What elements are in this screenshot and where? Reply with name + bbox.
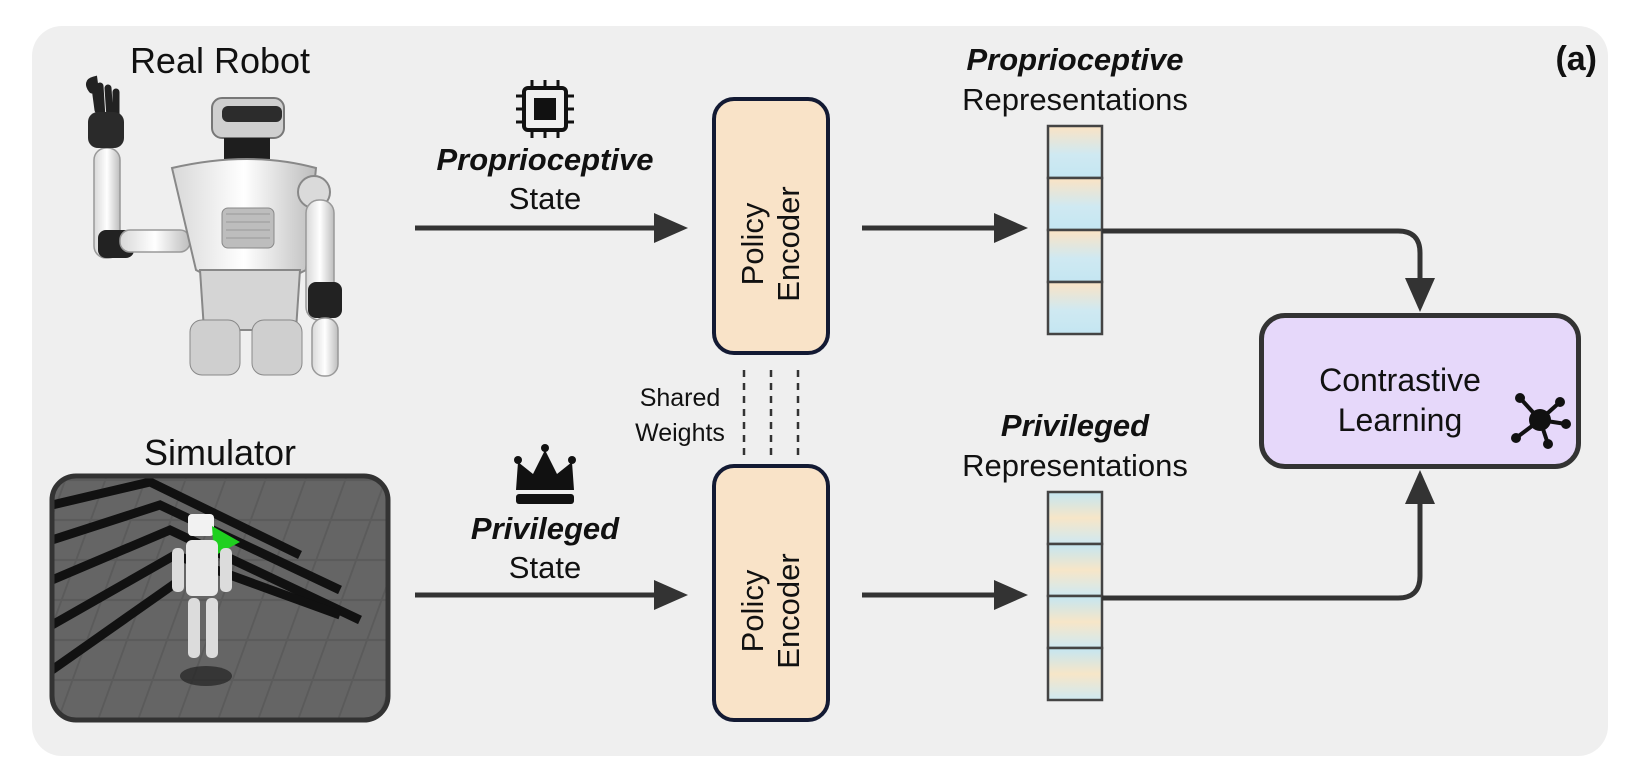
arrow-bottom-input (415, 580, 688, 610)
privileged-representations-label: Representations (962, 448, 1188, 483)
simulator-image (49, 473, 391, 723)
arrow-top-input (415, 213, 688, 243)
proprioceptive-representation-vector (1046, 124, 1104, 336)
real-robot-label: Real Robot (129, 40, 311, 81)
proprioceptive-representations-bold: Proprioceptive (966, 42, 1184, 77)
policy-encoder-top-label: Policy Encoder (735, 186, 807, 301)
chip-icon (516, 80, 574, 138)
policy-encoder-bottom: Policy Encoder (712, 464, 830, 722)
graph-node-icon (1511, 393, 1571, 449)
policy-encoder-top: Policy Encoder (712, 97, 830, 355)
privileged-representations-bold: Privileged (1000, 408, 1150, 443)
proprioceptive-state-label-bold: Proprioceptive (436, 142, 654, 177)
policy-encoder-bottom-label: Policy Encoder (735, 553, 807, 668)
encoder-line1: Policy (735, 202, 770, 285)
arrow-top-to-contrastive (1102, 228, 1435, 312)
shared-weights-connector (742, 370, 800, 458)
privileged-state-label: State (508, 550, 582, 585)
privileged-state-label-bold: Privileged (470, 511, 620, 546)
contrastive-line1: Contrastive (1319, 362, 1481, 398)
proprioceptive-state-label: State (508, 181, 582, 216)
privileged-representation-vector (1046, 490, 1104, 702)
contrastive-line2: Learning (1337, 402, 1463, 438)
proprioceptive-representations-label: Representations (962, 82, 1188, 117)
shared-weights-line1: Shared (639, 384, 721, 412)
encoder-line2: Encoder (771, 185, 806, 302)
panel-label: (a) (1555, 40, 1597, 78)
encoder-line1: Policy (735, 569, 770, 652)
simulator-label: Simulator (143, 432, 297, 473)
arrow-bottom-encoder-output (862, 580, 1028, 610)
contrastive-learning-box: Contrastive Learning (1259, 313, 1581, 469)
crown-icon (514, 444, 576, 504)
encoder-line2: Encoder (771, 552, 806, 669)
real-robot-image (85, 75, 342, 377)
shared-weights-line2: Weights (635, 419, 725, 447)
arrow-top-encoder-output (862, 213, 1028, 243)
arrow-bottom-to-contrastive (1102, 470, 1435, 601)
contrastive-learning-label: Contrastive Learning (1264, 360, 1536, 440)
